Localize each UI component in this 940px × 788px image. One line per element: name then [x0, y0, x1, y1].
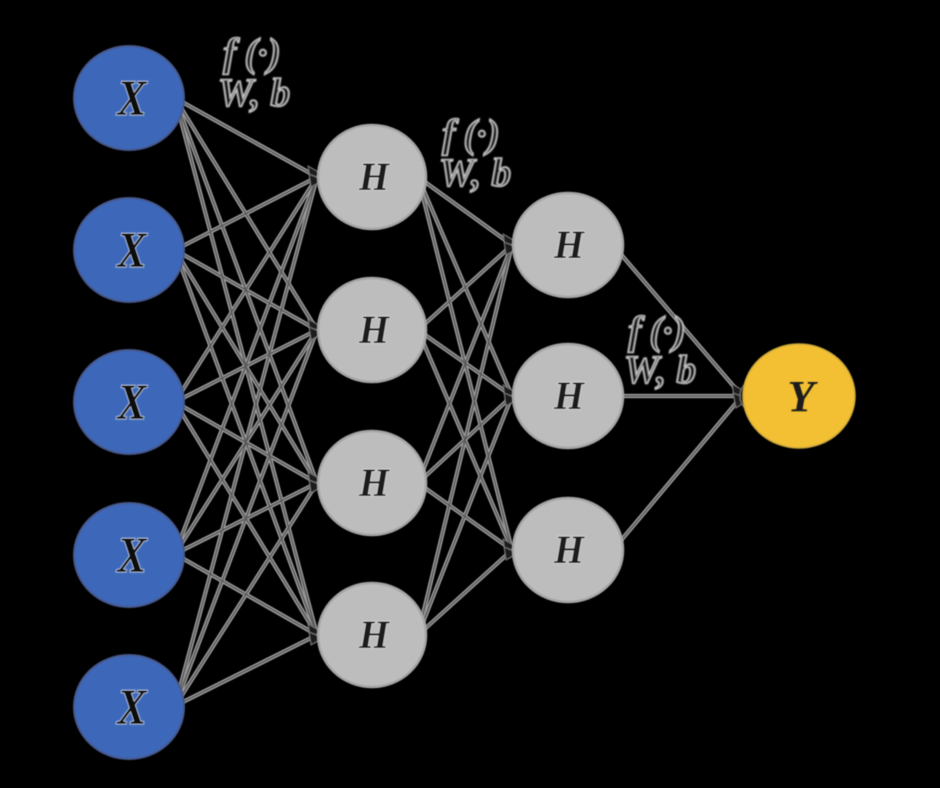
svg-text:X: X [116, 375, 148, 431]
svg-text:W, b: W, b [624, 347, 697, 392]
svg-text:f (·): f (·) [223, 30, 281, 75]
svg-text:H: H [553, 222, 586, 267]
svg-text:H: H [553, 527, 586, 572]
svg-text:X: X [116, 528, 148, 584]
svg-text:X: X [116, 680, 148, 736]
svg-text:f (·): f (·) [442, 111, 500, 156]
svg-text:H: H [553, 373, 586, 418]
svg-text:W, b: W, b [439, 150, 512, 195]
svg-text:W, b: W, b [218, 70, 291, 115]
svg-text:H: H [358, 307, 391, 352]
svg-text:X: X [116, 71, 148, 127]
svg-text:Y: Y [788, 372, 819, 421]
svg-text:H: H [358, 612, 391, 657]
svg-text:H: H [358, 460, 391, 505]
svg-text:f (·): f (·) [628, 308, 686, 353]
svg-text:X: X [116, 223, 148, 279]
svg-text:H: H [358, 154, 391, 199]
